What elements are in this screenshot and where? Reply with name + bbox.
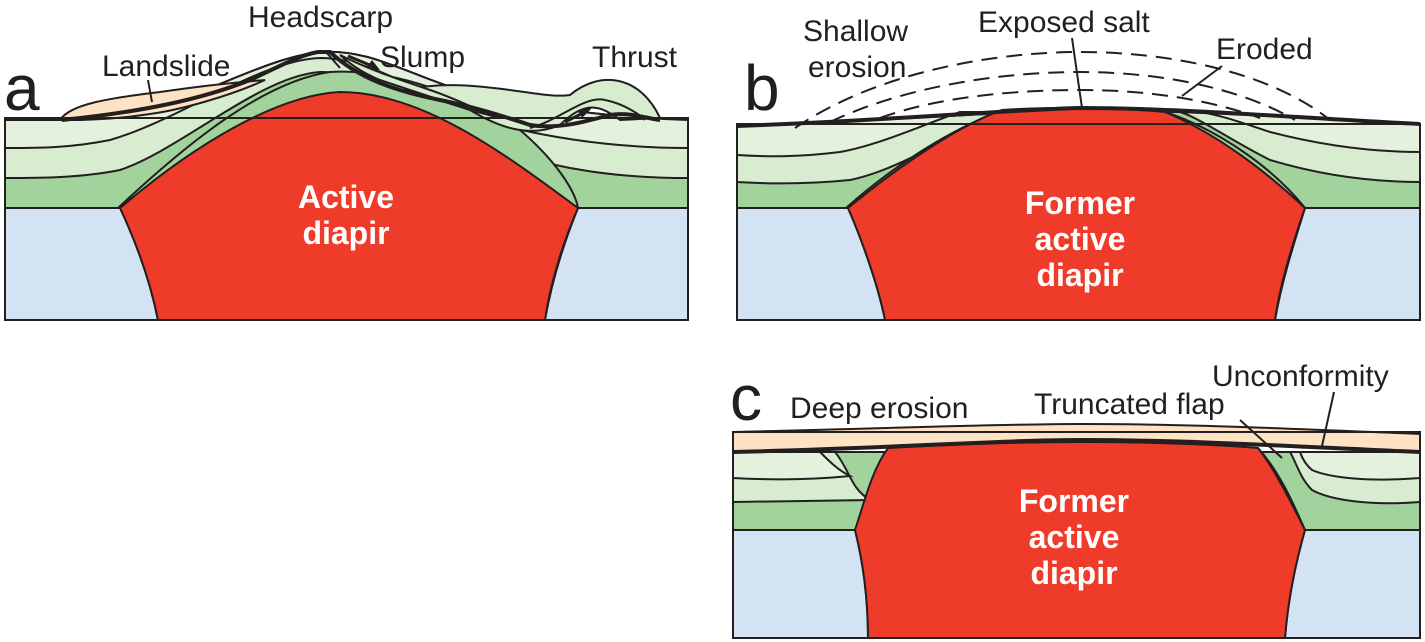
panel-a-letter: a [4, 52, 40, 124]
panel-c-layer-light-2 [732, 451, 854, 481]
panel-b-core-line-2: active [1035, 221, 1126, 257]
label-landslide: Landslide [102, 50, 230, 83]
panel-b-core-line-1: Former [1025, 185, 1135, 221]
panel-b-frame [736, 123, 1421, 321]
panel-b-eroded-arc-2 [829, 70, 1296, 123]
panel-c-core-line-1: Former [1019, 483, 1129, 519]
panel-c-core-line-2: active [1029, 519, 1120, 555]
panel-a-core-line-2: diapir [302, 215, 389, 251]
label-slump: Slump [380, 41, 465, 74]
panel-c-frame [732, 431, 1421, 639]
panel-a-core-line-1: Active [298, 179, 394, 215]
label-shallow-erosion-1: Shallow [803, 15, 908, 48]
panel-c-letter: c [730, 362, 762, 434]
panel-c-core-line-3: diapir [1030, 555, 1117, 591]
label-thrust: Thrust [592, 41, 678, 74]
panel-a-headscarp-notch [316, 51, 341, 69]
panel-b: b Shallow erosion Exposed salt Eroded Fo… [736, 6, 1421, 321]
label-eroded: Eroded [1216, 33, 1313, 66]
panel-a-landslide-leader [147, 79, 153, 103]
label-unconformity: Unconformity [1212, 360, 1389, 393]
label-truncated-flap: Truncated flap [1034, 388, 1225, 421]
label-deep-erosion: Deep erosion [790, 392, 968, 425]
panel-c-unconformity-surface [732, 437, 1421, 454]
label-shallow-erosion-2: erosion [808, 51, 906, 84]
panel-b-core-line-3: diapir [1036, 257, 1123, 293]
panel-b-exposed-salt-leader [1071, 37, 1083, 109]
panel-c-basement-right [1283, 529, 1421, 639]
panel-b-letter: b [744, 52, 780, 124]
panel-b-eroded-leader [1181, 65, 1223, 97]
panel-c-unconformity-leader [1321, 391, 1335, 447]
panel-c-layer-light-2-right [1298, 451, 1421, 481]
panel-a-slump-arrow [347, 54, 380, 70]
label-exposed-salt: Exposed salt [978, 6, 1150, 39]
panel-c-truncated-flap-edge [1257, 447, 1306, 531]
panel-a-salt-diapir [118, 90, 580, 321]
panel-c: c Deep erosion Truncated flap Unconformi… [730, 360, 1421, 639]
panel-a-frame [4, 117, 689, 321]
panel-b-erosion-surface [736, 105, 1421, 128]
panel-b-eroded-arc-1 [794, 50, 1331, 129]
panel-c-basement-left [732, 529, 870, 639]
panel-a: a Landslide Headscarp Slump Thrust Activ… [4, 1, 689, 321]
panel-c-truncated-flap-leader [1239, 419, 1283, 459]
label-headscarp: Headscarp [248, 1, 393, 34]
